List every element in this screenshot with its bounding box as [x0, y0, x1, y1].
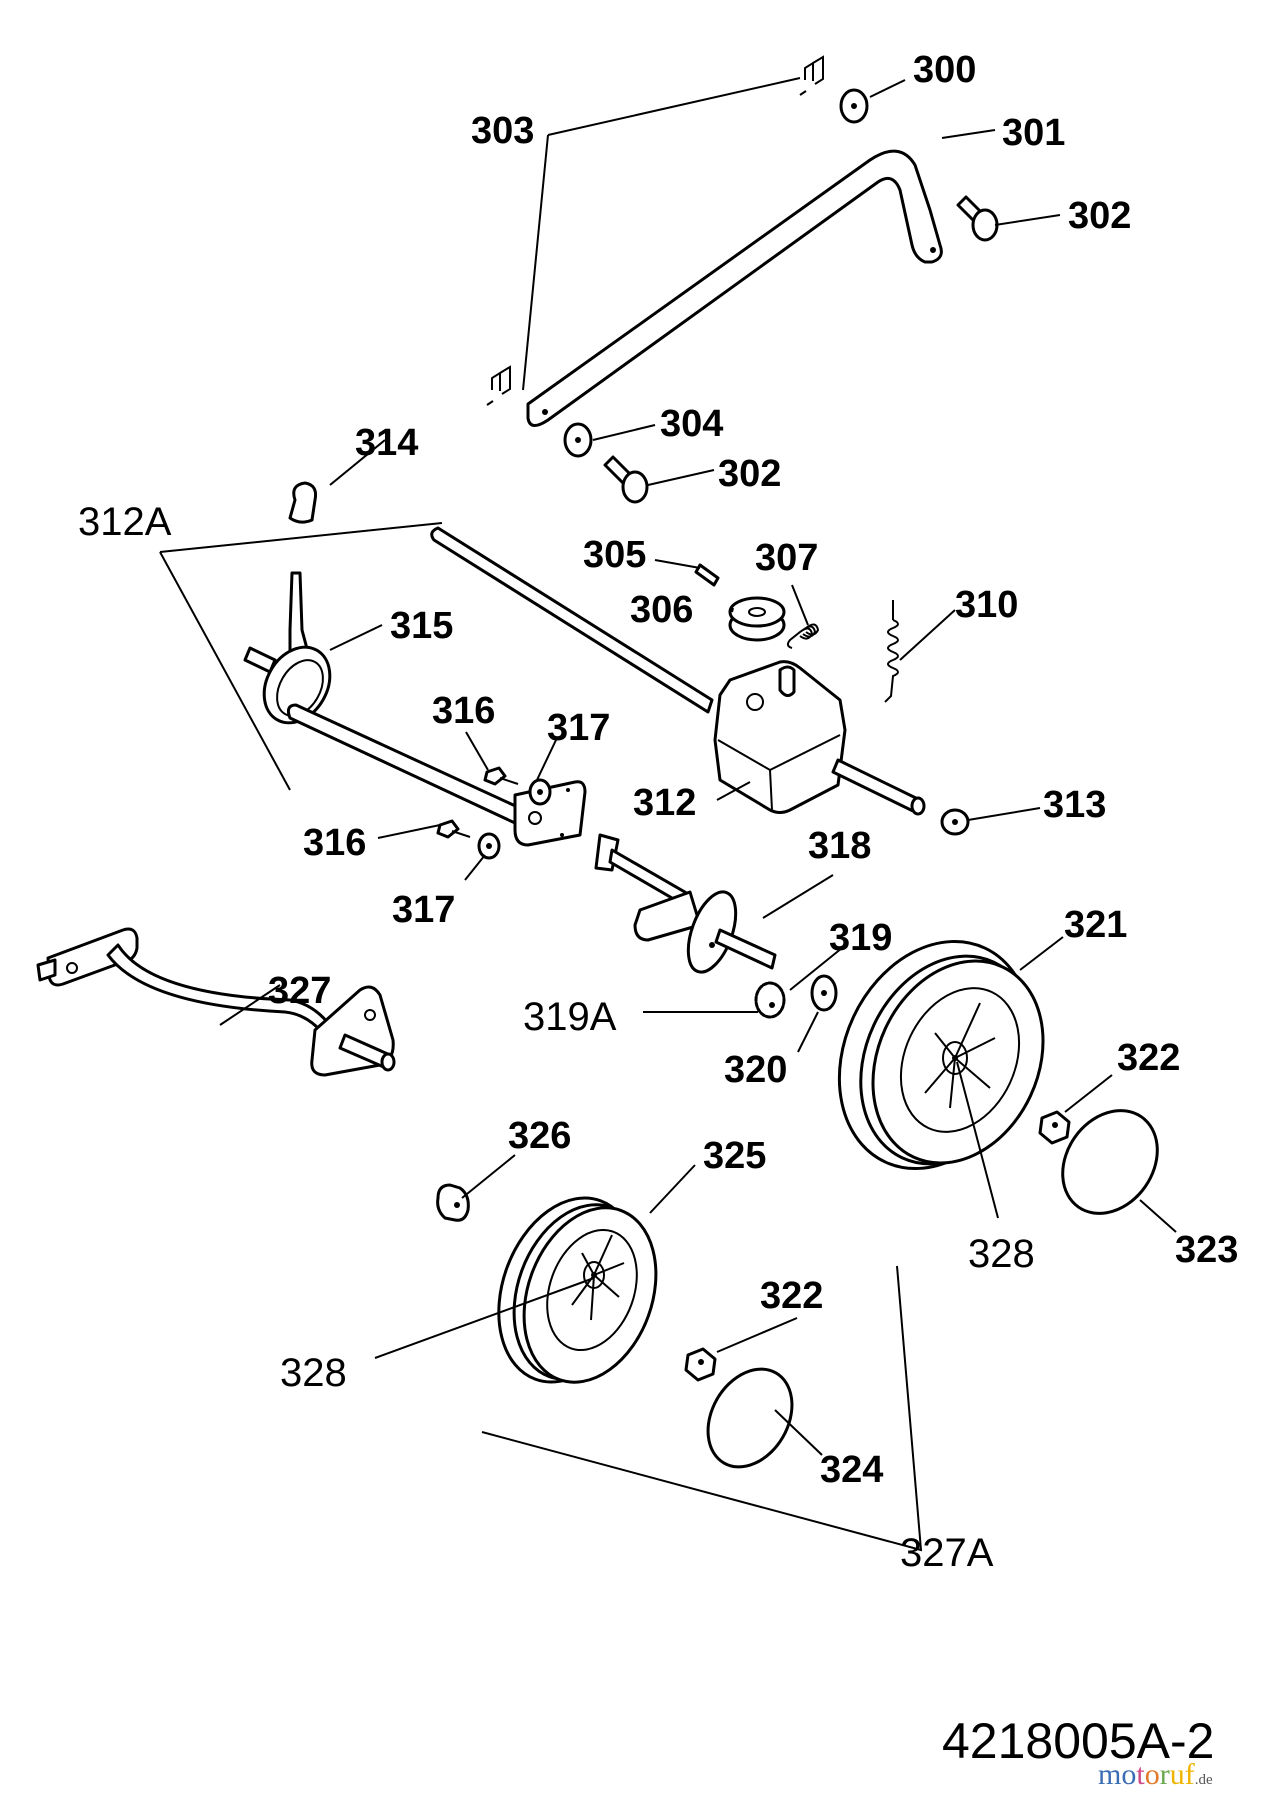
callout-318: 318	[808, 825, 871, 867]
watermark-letter: u	[1169, 1758, 1185, 1791]
part-317-washer-lower[interactable]	[477, 832, 501, 860]
callout-300: 300	[913, 49, 976, 91]
part-301-lever-rod[interactable]	[526, 149, 943, 427]
callout-327: 327	[268, 970, 331, 1012]
part-322-nut-2[interactable]	[684, 1347, 717, 1382]
part-318-axle-bracket[interactable]	[594, 833, 777, 978]
watermark-letter: o	[1121, 1758, 1137, 1791]
part-325-wheel[interactable]	[474, 1178, 679, 1401]
part-305-pin[interactable]	[694, 563, 720, 587]
callout-322-second: 322	[760, 1275, 823, 1317]
callout-322: 322	[1117, 1037, 1180, 1079]
callout-307: 307	[755, 537, 818, 579]
callout-301: 301	[1002, 112, 1065, 154]
callout-303: 303	[471, 110, 534, 152]
callout-310: 310	[955, 584, 1018, 626]
part-306-pulley[interactable]	[728, 596, 786, 642]
callout-304: 304	[660, 403, 723, 445]
callout-320: 320	[724, 1049, 787, 1091]
callout-305: 305	[583, 534, 646, 576]
part-314-knob[interactable]	[288, 481, 317, 524]
callout-328: 328	[968, 1232, 1035, 1276]
watermark-letter: f	[1184, 1758, 1195, 1791]
part-319A-pinion-gear[interactable]	[754, 981, 786, 1019]
callout-302-second: 302	[718, 453, 781, 495]
drawing-number: 4218005A-2	[942, 1713, 1215, 1769]
callout-314: 314	[355, 422, 418, 464]
part-322-nut[interactable]	[1038, 1110, 1071, 1145]
callout-labels: 300 301 302 303 304 302 314 312A 305 307…	[78, 49, 1238, 1575]
part-323-hub-cap[interactable]	[1043, 1092, 1177, 1231]
part-310-spring[interactable]	[884, 600, 899, 703]
callout-317-second: 317	[392, 889, 455, 931]
part-324-hub-cap[interactable]	[691, 1354, 809, 1482]
part-304-washer[interactable]	[563, 422, 593, 458]
leader-lines	[159, 77, 1177, 1552]
callout-316: 316	[432, 690, 495, 732]
watermark-letter: o	[1144, 1758, 1160, 1791]
callout-312: 312	[633, 782, 696, 824]
part-300-washer[interactable]	[839, 88, 869, 124]
callout-319A: 319A	[523, 995, 617, 1039]
watermark-letter: r	[1159, 1758, 1170, 1791]
part-315-shift-lever[interactable]	[243, 571, 343, 735]
part-326-spacer[interactable]	[436, 1183, 470, 1222]
part-axle-tube[interactable]	[287, 703, 537, 832]
watermark-letter: t	[1136, 1758, 1145, 1791]
callout-324: 324	[820, 1449, 883, 1491]
callout-321: 321	[1064, 904, 1127, 946]
watermark-suffix: .de	[1194, 1772, 1213, 1788]
part-312-gearbox[interactable]	[713, 660, 926, 816]
part-316-bolt-upper[interactable]	[483, 766, 519, 786]
callout-306: 306	[630, 589, 693, 631]
callout-328-second: 328	[280, 1351, 347, 1395]
part-316-bolt-lower[interactable]	[436, 819, 471, 839]
watermark-logo[interactable]: motoruf.de	[1098, 1758, 1213, 1792]
part-307-spring[interactable]	[786, 623, 820, 649]
part-327-axle-rod[interactable]	[36, 927, 396, 1077]
part-317-washer-upper[interactable]	[528, 778, 552, 806]
callout-317: 317	[547, 707, 610, 749]
part-303-clip-bottom[interactable]	[486, 365, 511, 406]
callout-315: 315	[390, 605, 453, 647]
callout-326: 326	[508, 1115, 571, 1157]
callout-327A: 327A	[900, 1531, 994, 1575]
callout-319: 319	[829, 917, 892, 959]
callout-323: 323	[1175, 1229, 1238, 1271]
part-303-clip-top[interactable]	[799, 55, 824, 96]
callout-325: 325	[703, 1135, 766, 1177]
callout-313: 313	[1043, 784, 1106, 826]
part-302-shoulder-bolt-2[interactable]	[603, 455, 649, 504]
part-drive-shaft-upper[interactable]	[430, 526, 714, 714]
watermark-letter: m	[1098, 1758, 1122, 1791]
callout-312A: 312A	[78, 500, 172, 544]
part-313-washer[interactable]	[940, 808, 970, 836]
callout-316-second: 316	[303, 822, 366, 864]
part-302-shoulder-bolt[interactable]	[956, 195, 999, 242]
callout-302: 302	[1068, 195, 1131, 237]
part-320-washer[interactable]	[810, 974, 838, 1012]
